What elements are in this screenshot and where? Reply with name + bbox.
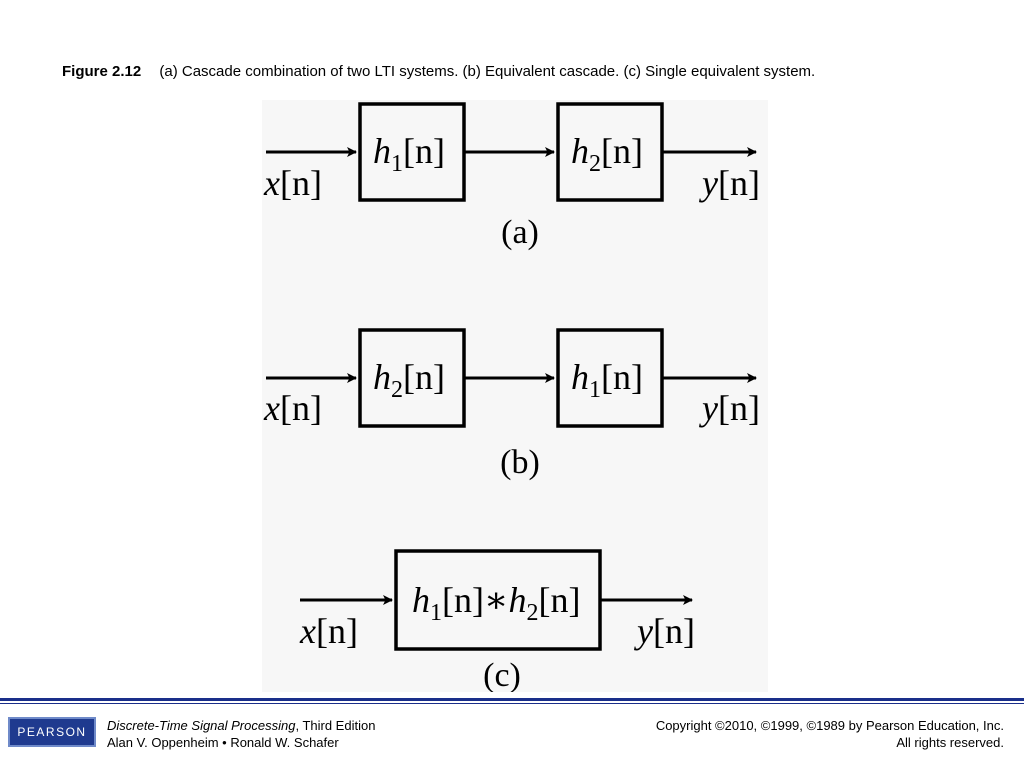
copyright-notice: Copyright ©2010, ©1999, ©1989 by Pearson… — [656, 717, 1004, 751]
output-label-a: y[n] — [699, 163, 760, 203]
book-authors: Alan V. Oppenheim • Ronald W. Schafer — [107, 735, 339, 750]
figure-caption: Figure 2.12 (a) Cascade combination of t… — [62, 63, 815, 80]
figure-label: Figure 2.12 — [62, 63, 142, 80]
book-edition: , Third Edition — [295, 718, 376, 733]
copyright-line: Copyright ©2010, ©1999, ©1989 by Pearson… — [655, 718, 1004, 733]
caption-text: (a) Cascade combination of two LTI syste… — [159, 63, 816, 80]
book-title-line: Discrete-Time Signal Processing, Third E… — [107, 717, 375, 734]
panel-label-a: (a) — [501, 214, 539, 251]
diagram-c: h1[n]∗h2[n] x[n] y[n] (c) — [299, 549, 695, 692]
diagram-a: h1[n] h2[n] x[n] y[n] (a) — [263, 102, 760, 251]
panel-label-c: (c) — [483, 657, 521, 692]
output-label-c: y[n] — [634, 611, 695, 651]
diagram-panel: h1[n] h2[n] x[n] y[n] (a) h2[n] h1[n] x[… — [262, 100, 768, 692]
input-label-b: x[n] — [263, 388, 322, 428]
diagram-b: h2[n] h1[n] x[n] y[n] (b) — [263, 328, 760, 481]
input-label-a: x[n] — [263, 163, 322, 203]
pearson-logo: PEARSON — [8, 717, 96, 747]
book-title: Discrete-Time Signal Processing — [107, 718, 296, 733]
block-a2-label: h2[n] — [571, 131, 643, 177]
footer-rule-thin — [0, 703, 1024, 704]
book-info: Discrete-Time Signal Processing, Third E… — [107, 717, 375, 751]
block-c-label: h1[n]∗h2[n] — [412, 580, 580, 626]
panel-label-b: (b) — [500, 444, 540, 481]
output-label-b: y[n] — [699, 388, 760, 428]
input-label-c: x[n] — [299, 611, 358, 651]
block-diagram: h1[n] h2[n] x[n] y[n] (a) h2[n] h1[n] x[… — [263, 102, 760, 692]
block-b1-label: h2[n] — [373, 357, 445, 403]
block-b2-label: h1[n] — [571, 357, 643, 403]
rights-line: All rights reserved. — [896, 735, 1004, 750]
footer-rule-thick — [0, 698, 1024, 701]
block-a1-label: h1[n] — [373, 131, 445, 177]
